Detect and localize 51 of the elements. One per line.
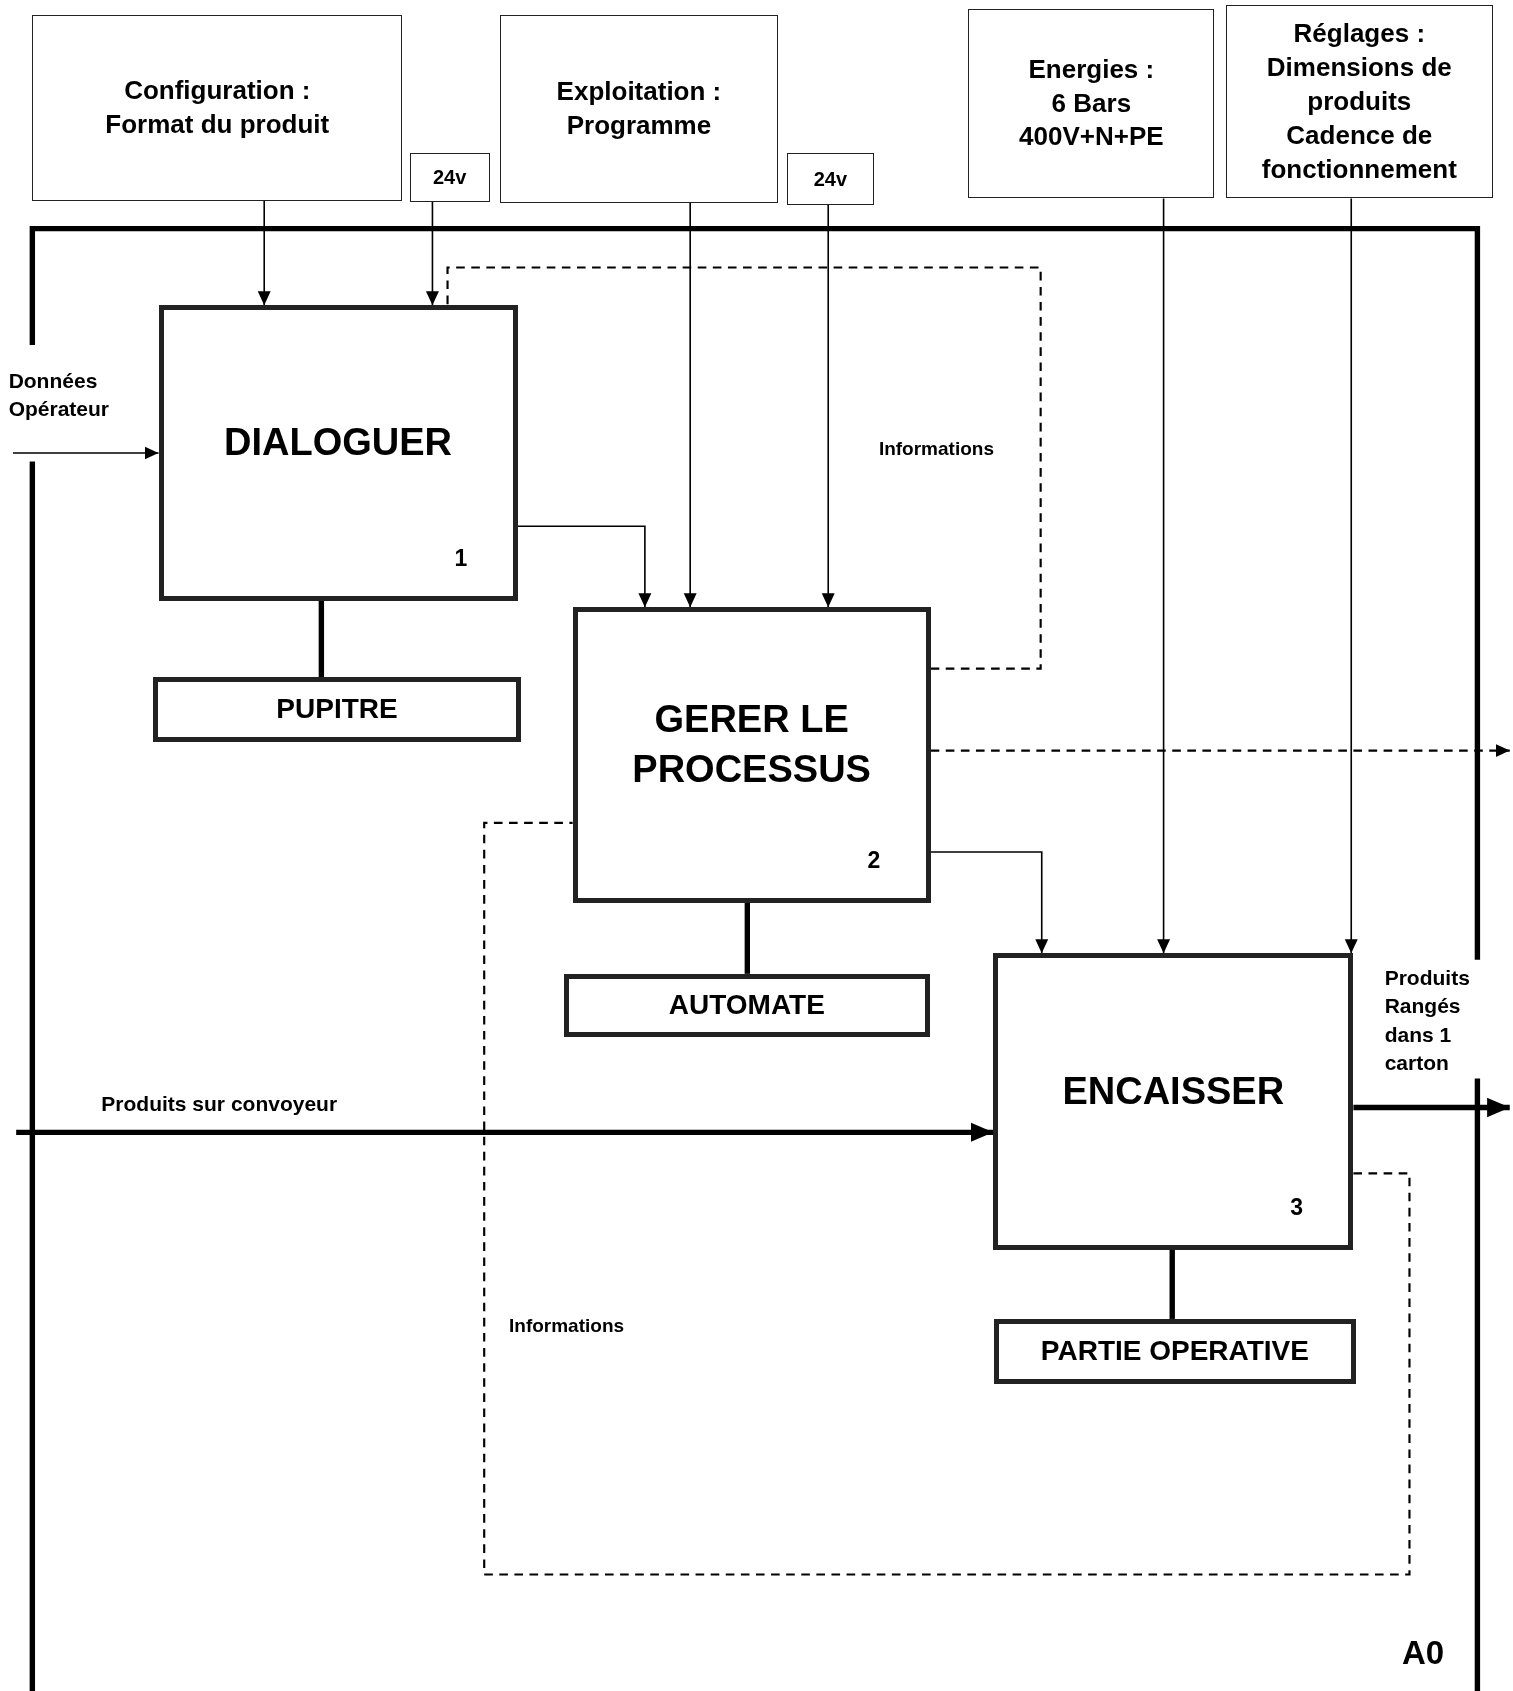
connector-line — [744, 902, 751, 974]
box-text: Réglages : — [1293, 17, 1426, 51]
activity-box — [993, 953, 1354, 1250]
voltage-tag — [409, 153, 490, 202]
box-text: 6 Bars — [1051, 86, 1132, 120]
mechanism-box — [564, 973, 930, 1038]
box-text: AUTOMATE — [668, 988, 825, 1023]
arrow — [12, 446, 160, 460]
dashed-arrow — [930, 744, 1510, 758]
box-text: PUPITRE — [276, 692, 398, 727]
diagram-label: A0 — [1401, 1633, 1445, 1672]
activity-number: 3 — [1290, 1194, 1304, 1222]
arrow — [16, 1122, 994, 1143]
box-text: 24v — [813, 167, 848, 192]
arrow — [257, 199, 271, 307]
activity-title: GERER LE PROCESSUS — [631, 697, 872, 792]
arrow — [1157, 197, 1171, 955]
activity-number: 2 — [867, 846, 881, 874]
activity-number: 1 — [454, 544, 468, 572]
control-box — [1226, 5, 1493, 199]
box-text: 400V+N+PE — [1019, 120, 1164, 154]
dashed-line — [446, 266, 1042, 670]
activity-title: DIALOGUER — [224, 420, 453, 466]
control-box — [500, 15, 778, 203]
dashed-line — [483, 821, 1411, 1576]
mechanism-box — [994, 1318, 1356, 1384]
control-box — [968, 8, 1215, 199]
box-text: PARTIE OPERATIVE — [1040, 1334, 1309, 1369]
arrow — [1344, 197, 1358, 955]
arrow — [425, 200, 439, 307]
box-text: Configuration : — [124, 74, 311, 108]
box-text: Cadence de fonctionnement — [1260, 118, 1458, 186]
box-text: Exploitation : — [556, 75, 722, 109]
activity-title: ENCAISSER — [1062, 1068, 1285, 1114]
connector-line — [1169, 1249, 1175, 1319]
activity-box — [572, 607, 931, 903]
arrow — [683, 201, 697, 608]
arrow — [516, 525, 652, 608]
activity-box — [158, 305, 518, 601]
box-text: 24v — [433, 165, 467, 191]
control-box — [32, 15, 403, 201]
box-text: Dimensions de produits — [1265, 51, 1453, 118]
mechanism-box — [153, 677, 521, 742]
arrow — [821, 204, 835, 608]
box-text: Format du produit — [105, 107, 330, 141]
connector-line — [318, 600, 325, 678]
arrow — [1353, 1097, 1510, 1118]
arrow — [929, 851, 1049, 955]
box-text: Energies : — [1028, 52, 1155, 86]
box-text: Programme — [566, 108, 712, 142]
voltage-tag — [787, 153, 874, 205]
